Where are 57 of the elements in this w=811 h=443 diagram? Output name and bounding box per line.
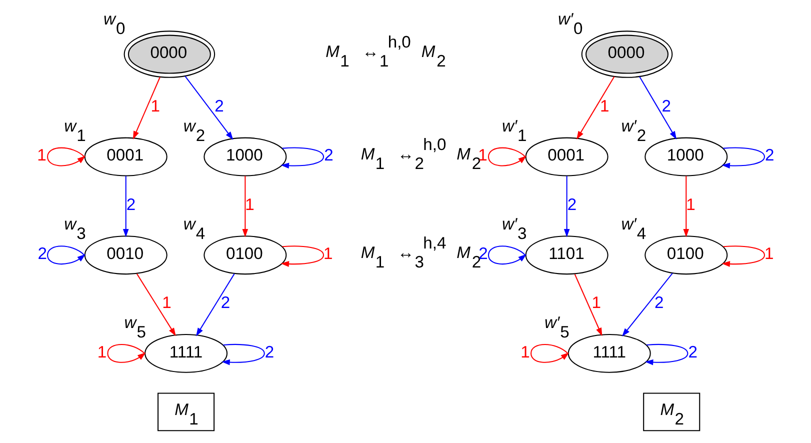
edge-label: 2 bbox=[220, 293, 230, 312]
arrow bbox=[132, 76, 160, 140]
edge-label: 2 bbox=[764, 146, 774, 165]
edge-label: 2 bbox=[654, 293, 664, 312]
arrow bbox=[721, 246, 764, 267]
arrow bbox=[530, 344, 569, 363]
arrow bbox=[221, 344, 264, 366]
arrow bbox=[242, 176, 248, 238]
edge-label: 2 bbox=[661, 96, 671, 116]
arrow bbox=[682, 176, 689, 238]
edge-label: 2 bbox=[566, 194, 576, 214]
arrow bbox=[487, 246, 526, 265]
edge-label: 1 bbox=[96, 342, 106, 362]
edge-label: 1 bbox=[686, 194, 695, 214]
arrow bbox=[46, 246, 86, 265]
node-ellipse: 0010 bbox=[84, 236, 167, 275]
edge-label: 1 bbox=[36, 146, 46, 165]
arrow bbox=[280, 246, 324, 267]
node-ellipse: 0001 bbox=[84, 137, 167, 176]
node-ellipse: 0000 bbox=[580, 30, 672, 78]
arrow bbox=[638, 76, 676, 140]
node-ellipse: 1111 bbox=[144, 334, 228, 373]
edge-label: 1 bbox=[520, 342, 530, 362]
arrow bbox=[622, 273, 672, 337]
edge-label: 1 bbox=[244, 194, 254, 214]
arrow bbox=[721, 147, 764, 169]
arrow bbox=[574, 274, 602, 336]
arrow bbox=[563, 176, 570, 238]
arrow bbox=[122, 176, 128, 238]
edge-label: 2 bbox=[214, 96, 224, 116]
edge-label: 2 bbox=[688, 342, 697, 362]
arrow bbox=[280, 147, 324, 169]
node-ellipse: 1101 bbox=[524, 236, 608, 275]
arrow bbox=[196, 274, 234, 336]
edge-label: 1 bbox=[591, 293, 600, 312]
arrow bbox=[184, 76, 233, 140]
arrow bbox=[487, 147, 526, 166]
node-ellipse: 0100 bbox=[203, 236, 286, 275]
edge-label: 1 bbox=[600, 96, 609, 116]
node-ellipse: 1000 bbox=[644, 137, 728, 176]
edge-label: 2 bbox=[324, 146, 333, 165]
edge-label: 1 bbox=[323, 244, 332, 264]
arrow bbox=[644, 344, 688, 366]
edge-label: 2 bbox=[37, 244, 46, 264]
arrow bbox=[136, 274, 176, 336]
arrow bbox=[576, 76, 614, 140]
node-ellipse: 0100 bbox=[644, 236, 728, 275]
arrow bbox=[106, 344, 146, 363]
edge-label: 1 bbox=[150, 96, 160, 116]
edge-label: 2 bbox=[126, 194, 136, 214]
node-ellipse: 0000 bbox=[123, 30, 215, 78]
edge-label: 2 bbox=[264, 342, 274, 362]
edge-label: 1 bbox=[162, 293, 171, 312]
node-ellipse: 0001 bbox=[524, 137, 608, 176]
arrow bbox=[46, 147, 86, 166]
edge-label: 1 bbox=[764, 244, 774, 264]
node-ellipse: 1000 bbox=[203, 137, 286, 176]
